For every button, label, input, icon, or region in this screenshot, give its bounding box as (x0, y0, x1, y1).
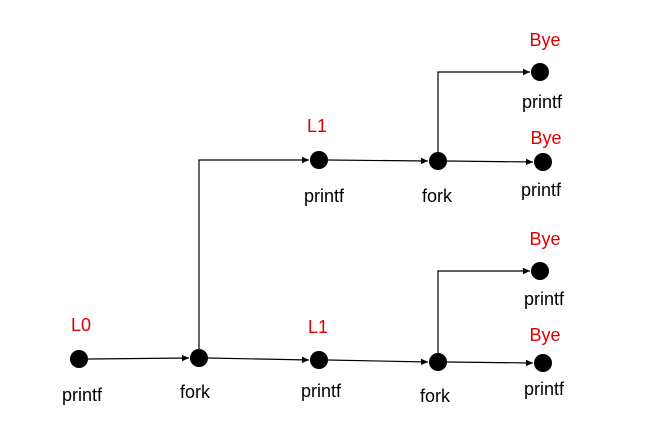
node-n0 (70, 350, 88, 368)
node-n5 (534, 153, 552, 171)
edge-n3-n5 (446, 158, 534, 166)
node-n6 (310, 351, 328, 369)
edge-n7-n8 (437, 267, 530, 353)
edge-n1-n6 (207, 356, 310, 364)
edge-n3-n4 (437, 68, 530, 152)
edge-n2-n3 (327, 157, 429, 165)
node-n8-output: Bye (529, 229, 561, 249)
node-n4-output: Bye (529, 30, 561, 50)
node-n6-output: L1 (307, 317, 329, 337)
node-n4-call: printf (521, 92, 563, 112)
node-n5-call: printf (520, 180, 562, 200)
edge-n1-n2 (198, 156, 309, 349)
node-n0-output: L0 (70, 315, 92, 335)
node-n2 (310, 151, 328, 169)
node-n9-output: Bye (529, 325, 561, 345)
node-n1 (190, 349, 208, 367)
node-n8-call: printf (523, 289, 565, 309)
edge-n0-n1 (87, 354, 190, 362)
node-n9-call: printf (523, 379, 565, 399)
node-n7-call: fork (419, 386, 451, 406)
node-n5-output: Bye (530, 128, 562, 148)
node-n4 (531, 63, 549, 81)
edge-n7-n9 (446, 359, 534, 367)
node-n3-call: fork (421, 186, 453, 206)
node-n3 (429, 152, 447, 170)
node-n2-call: printf (303, 186, 345, 206)
node-n2-output: L1 (306, 116, 328, 136)
node-n9 (534, 354, 552, 372)
node-n8 (531, 262, 549, 280)
node-n7 (429, 353, 447, 371)
node-n1-call: fork (179, 382, 211, 402)
node-n0-call: printf (61, 385, 103, 405)
node-n6-call: printf (300, 381, 342, 401)
edge-n6-n7 (327, 358, 429, 366)
